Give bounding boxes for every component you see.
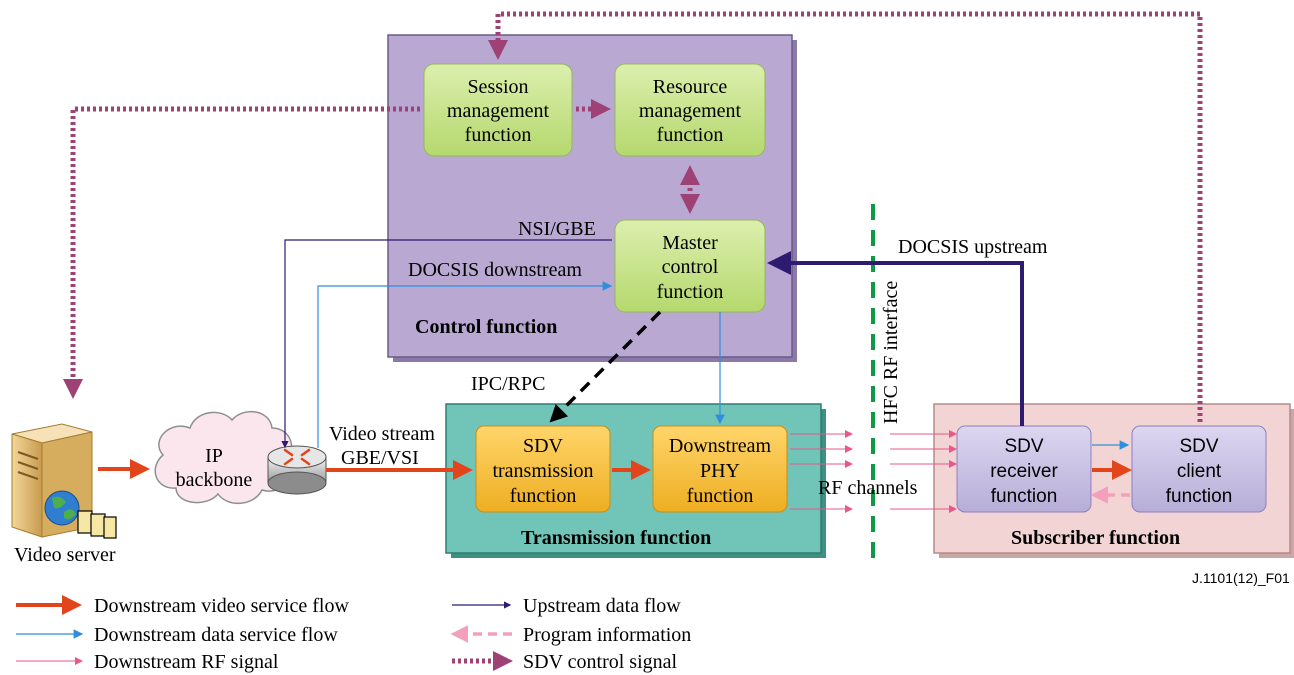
legend: Downstream video service flow Downstream… xyxy=(16,595,691,673)
svg-text:function: function xyxy=(465,124,532,146)
legend-downstream-rf: Downstream RF signal xyxy=(16,651,279,673)
svg-text:Downstream RF signal: Downstream RF signal xyxy=(94,651,279,673)
svg-text:management: management xyxy=(639,100,742,122)
svg-text:Upstream data flow: Upstream data flow xyxy=(523,595,681,617)
docsis-downstream-label: DOCSIS downstream xyxy=(408,259,582,281)
svg-text:backbone: backbone xyxy=(176,469,253,491)
legend-upstream-data: Upstream data flow xyxy=(452,595,681,617)
downstream-phy-function: Downstream PHY function xyxy=(652,425,788,513)
svg-text:control: control xyxy=(662,256,719,278)
docsis-upstream-flow xyxy=(767,251,1024,426)
master-control-function: Master control function xyxy=(614,219,766,313)
gbe-vsi-label: GBE/VSI xyxy=(341,447,419,469)
legend-sdv-control: SDV control signal xyxy=(452,651,678,673)
svg-text:SDV: SDV xyxy=(1179,436,1218,457)
svg-text:SDV control signal: SDV control signal xyxy=(523,651,678,673)
sdv-client-function: SDV client function xyxy=(1131,425,1267,513)
nsi-gbe-label: NSI/GBE xyxy=(518,218,596,240)
session-management-function: Session management function xyxy=(423,63,573,157)
svg-text:function: function xyxy=(510,485,577,507)
downstream-rf-signals xyxy=(790,430,957,513)
downstream-video-flows xyxy=(98,459,1132,480)
svg-text:SDV: SDV xyxy=(523,435,564,457)
subscriber-function-title: Subscriber function xyxy=(1011,527,1180,549)
transmission-function-title: Transmission function xyxy=(521,527,711,549)
svg-text:Program information: Program information xyxy=(523,624,691,646)
svg-text:function: function xyxy=(687,485,754,507)
sdv-transmission-function: SDV transmission function xyxy=(475,425,611,513)
svg-text:Downstream video service flow: Downstream video service flow xyxy=(94,595,349,617)
svg-text:Master: Master xyxy=(662,232,718,254)
video-stream-label: Video stream xyxy=(329,423,435,445)
rf-channels-label: RF channels xyxy=(818,477,918,499)
video-server-icon xyxy=(11,423,117,539)
svg-text:IP: IP xyxy=(205,445,223,467)
svg-text:Downstream data service flow: Downstream data service flow xyxy=(94,624,338,646)
ipc-rpc-arrow xyxy=(549,310,662,423)
svg-text:function: function xyxy=(657,281,724,303)
svg-text:SDV: SDV xyxy=(1004,436,1043,457)
nsi-gbe-flow xyxy=(281,239,612,449)
sdv-receiver-function: SDV receiver function xyxy=(956,425,1092,513)
ip-backbone-cloud: IP backbone xyxy=(154,410,293,504)
svg-text:PHY: PHY xyxy=(700,460,740,482)
svg-text:function: function xyxy=(991,486,1058,507)
ipc-rpc-label: IPC/RPC xyxy=(471,373,545,395)
svg-text:transmission: transmission xyxy=(492,460,593,482)
svg-text:Downstream: Downstream xyxy=(669,435,772,457)
figure-id: J.1101(12)_F01 xyxy=(1192,570,1290,586)
docsis-downstream-flow xyxy=(317,281,613,448)
video-server-label: Video server xyxy=(14,544,116,566)
svg-text:management: management xyxy=(447,100,550,122)
router-icon xyxy=(267,445,327,495)
svg-text:client: client xyxy=(1177,461,1222,482)
resource-management-function: Resource management function xyxy=(614,63,766,157)
docsis-upstream-label: DOCSIS upstream xyxy=(898,236,1048,258)
sdv-control-signal-paths xyxy=(63,11,1203,422)
hfc-rf-interface-label: HFC RF interface xyxy=(880,281,902,424)
control-function-title: Control function xyxy=(415,316,557,338)
svg-text:Session: Session xyxy=(467,76,528,98)
legend-downstream-data: Downstream data service flow xyxy=(16,624,338,646)
svg-text:Resource: Resource xyxy=(653,76,728,98)
svg-text:function: function xyxy=(1166,486,1233,507)
legend-program-information: Program information xyxy=(450,624,691,646)
svg-text:receiver: receiver xyxy=(990,461,1058,482)
svg-text:function: function xyxy=(657,124,724,146)
legend-downstream-video: Downstream video service flow xyxy=(16,595,349,617)
